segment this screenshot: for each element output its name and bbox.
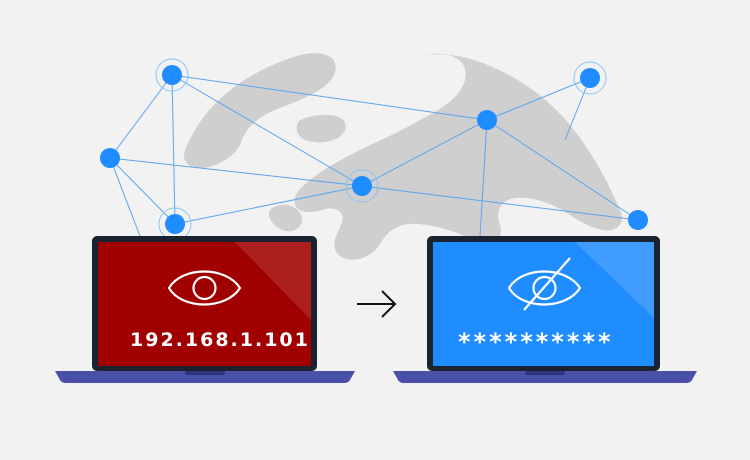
ip-address-text: 192.168.1.101 <box>130 329 310 351</box>
eye-icon <box>167 270 242 306</box>
network-node-icon <box>100 148 120 168</box>
eye-slash-icon <box>507 257 582 311</box>
right-laptop <box>393 236 697 383</box>
network-node-icon <box>628 210 648 230</box>
left-laptop <box>55 236 355 383</box>
network-node-icon <box>573 61 607 95</box>
network-lines <box>109 74 639 237</box>
right-laptop-base <box>393 371 697 383</box>
globe-map <box>183 53 623 260</box>
network-node-icon <box>477 110 497 130</box>
network-node-icon <box>345 169 379 203</box>
masked-ip-text: ********** <box>458 328 614 356</box>
arrow-right-icon <box>357 290 397 318</box>
left-laptop-base <box>55 371 355 383</box>
network-node-icon <box>155 58 189 92</box>
network-nodes <box>100 58 648 241</box>
